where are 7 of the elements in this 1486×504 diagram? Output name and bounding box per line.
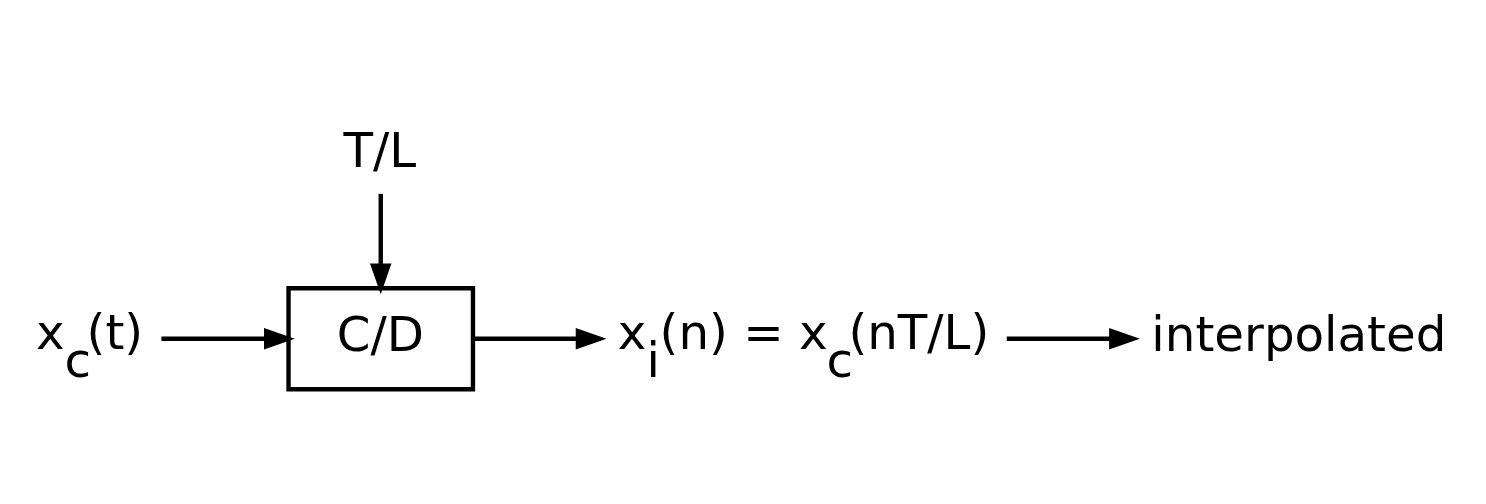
node-text: interpolated bbox=[1151, 306, 1447, 363]
node-box: C/D bbox=[286, 286, 476, 392]
arrow bbox=[1006, 327, 1140, 350]
arrow bbox=[473, 327, 607, 350]
arrow bbox=[161, 327, 295, 350]
node-text: T/L bbox=[343, 121, 417, 178]
arrow bbox=[369, 193, 392, 295]
